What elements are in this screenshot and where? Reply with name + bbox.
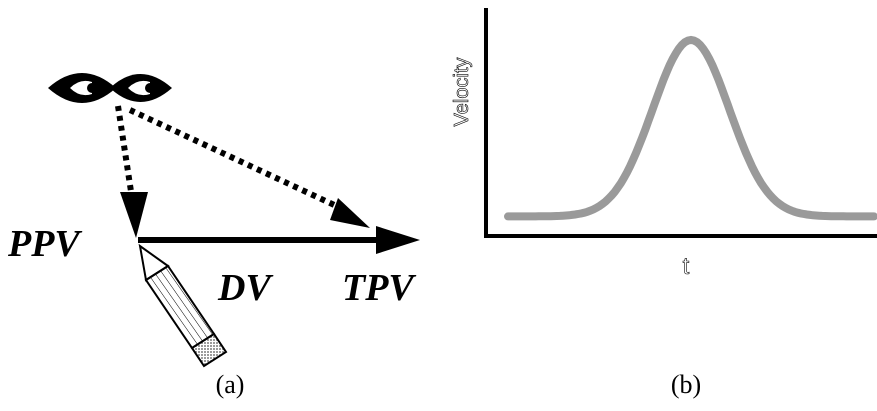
eyes-icon xyxy=(48,73,172,103)
label-dv: DV xyxy=(217,267,273,309)
caption-b: (b) xyxy=(671,370,701,399)
gaze-line-tpv xyxy=(128,107,347,213)
pencil-icon xyxy=(138,243,228,368)
panel-a: PPV DV TPV (a) xyxy=(7,73,420,399)
caption-a: (a) xyxy=(216,370,245,399)
gaze-arrowhead-tpv xyxy=(330,198,370,228)
gaze-arrowhead-ppv xyxy=(120,192,148,238)
label-tpv: TPV xyxy=(342,267,416,309)
x-axis-label: t xyxy=(683,253,690,280)
y-axis-label: Velocity xyxy=(451,58,473,127)
label-ppv: PPV xyxy=(7,223,82,265)
dv-arrowhead xyxy=(376,226,420,254)
panel-b: Velocity t (b) xyxy=(451,8,877,399)
velocity-curve xyxy=(504,35,877,221)
gaze-line-ppv xyxy=(115,105,135,199)
